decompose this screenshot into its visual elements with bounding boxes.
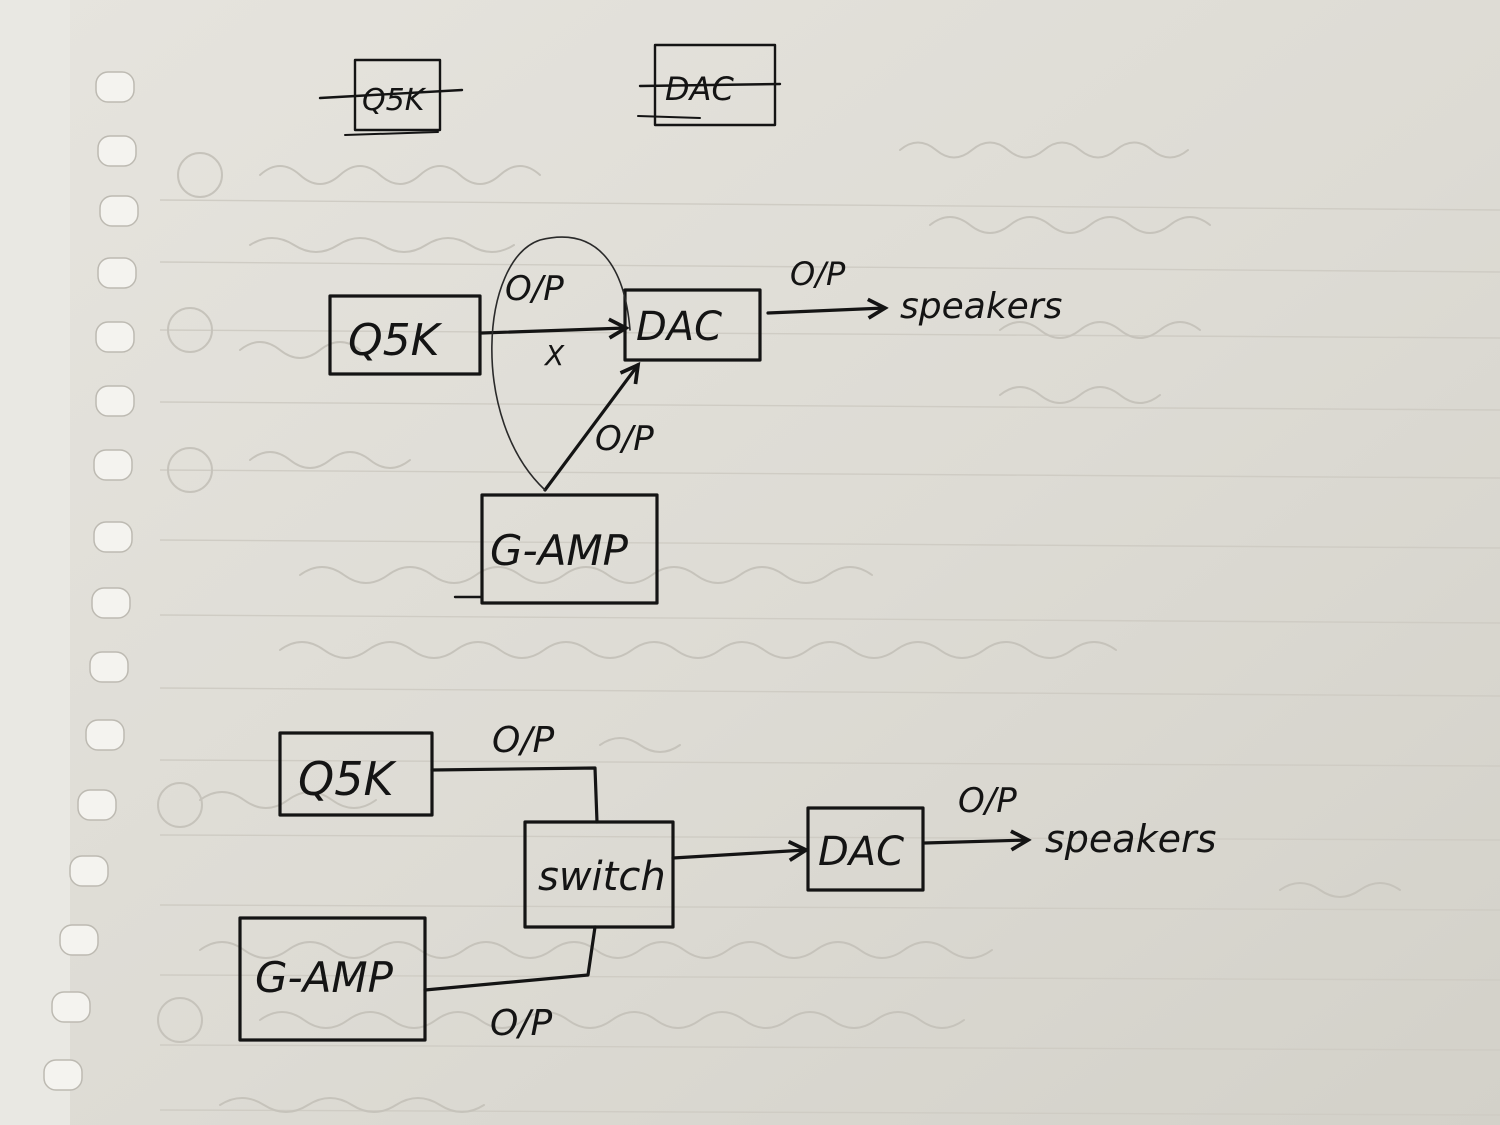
diagram-2: Q5K G-AMP switch DAC O/P O/P O/P speaker… [238,720,1216,1044]
d1-op-label-dac: O/P [790,255,846,293]
d2-q5k-box: Q5K [278,731,434,817]
d2-gamp-to-switch-line [423,925,597,992]
binder-holes [43,71,139,1091]
d2-q5k-to-switch-line [430,766,599,824]
d2-switch-label: switch [538,854,666,900]
d1-q5k-to-dac-arrow [480,328,626,333]
d1-op-label-gamp: O/P [595,419,654,459]
d2-switch-to-dac-arrow [671,850,806,858]
d1-q5k-box: Q5K [328,294,482,376]
d1-gamp-label: G-AMP [490,526,629,575]
struck-q5k-label: Q5K [318,58,464,136]
d2-switch-box: switch [523,820,675,929]
d1-gamp-box: G-AMP [453,493,659,605]
d2-dac-to-speakers-arrow [923,840,1028,843]
d1-dac-label: DAC [636,304,722,350]
d1-dac-box: DAC [623,288,762,362]
diagram-1: Q5K DAC G-AMP O/P X O/P O/P speakers [328,236,1062,605]
d2-op-label-dac: O/P [958,781,1017,821]
d1-cross-mark: X [543,339,565,372]
d2-op-label-q5k: O/P [492,720,554,761]
bleed-through-scribbles [157,141,1401,1113]
d2-gamp-label: G-AMP [255,953,394,1002]
d2-q5k-label: Q5K [298,752,397,806]
d1-loop-curve [491,236,631,491]
ruled-lines [159,199,1500,1116]
struck-q5k-text: Q5K [362,83,427,118]
d1-dac-to-speakers-arrow [766,308,885,313]
d2-speakers-label: speakers [1045,817,1216,861]
torn-margin [0,0,70,1125]
d2-gamp-box: G-AMP [238,916,427,1042]
d2-op-label-gamp: O/P [490,1003,552,1044]
struck-dac-label: DAC [637,43,782,127]
struck-dac-text: DAC [665,70,735,108]
d2-dac-label: DAC [818,829,904,875]
d1-q5k-label: Q5K [348,315,443,366]
d1-gamp-to-dac-arrow [543,365,638,492]
d1-op-label-q5k: O/P [505,269,564,309]
d1-speakers-label: speakers [900,286,1062,327]
